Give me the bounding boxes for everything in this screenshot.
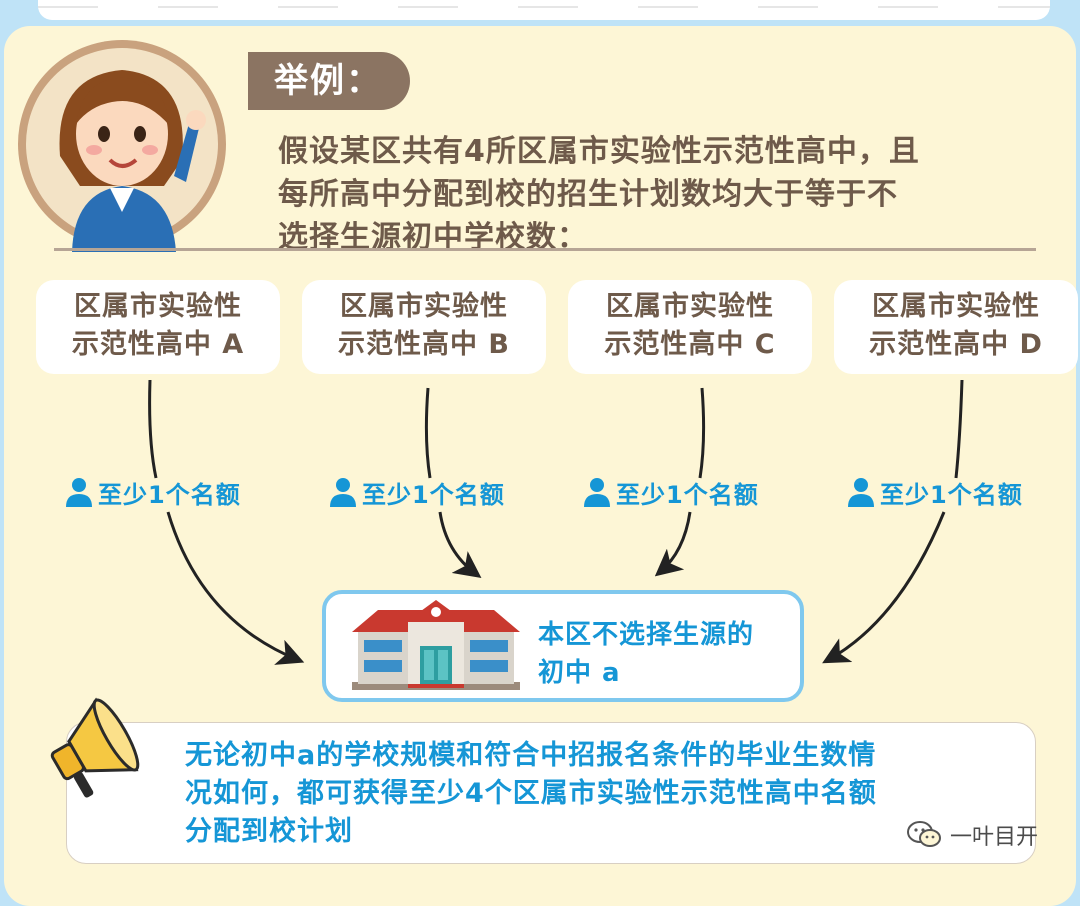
conclusion-line: 况如何，都可获得至少4个区属市实验性示范性高中名额 [185, 778, 877, 809]
quota-text: 至少1个名额 [362, 480, 505, 509]
school-name-line1: 区属市实验性 [74, 291, 242, 322]
megaphone-icon [50, 697, 140, 798]
conclusion-text: 无论初中a的学校规模和符合中招报名条件的毕业生数情 况如何，都可获得至少4个区属… [185, 737, 877, 851]
quota-text: 至少1个名额 [616, 480, 759, 509]
school-name-line2: 示范性高中 D [869, 329, 1043, 360]
conclusion-line: 无论初中a的学校规模和符合中招报名条件的毕业生数情 [185, 740, 877, 771]
wechat-icon [907, 821, 941, 847]
quota-label-a: 至少1个名额 [66, 474, 241, 510]
divider [54, 248, 1036, 251]
quota-text: 至少1个名额 [98, 480, 241, 509]
target-line1: 本区不选择生源的 [538, 620, 755, 650]
top-strip [38, 0, 1050, 20]
target-school-label: 本区不选择生源的 初中 a [538, 616, 754, 692]
school-building-icon [352, 600, 520, 690]
intro-line: 假设某区共有4所区属市实验性示范性高中，且 [278, 134, 920, 169]
target-line2: 初中 a [538, 658, 621, 688]
school-name-line1: 区属市实验性 [606, 291, 774, 322]
school-name-line2: 示范性高中 C [604, 329, 776, 360]
watermark: 一叶目开 [906, 818, 1038, 852]
person-icon [330, 478, 356, 507]
school-card-b: 区属市实验性 示范性高中 B [302, 280, 546, 374]
school-name-line1: 区属市实验性 [340, 291, 508, 322]
intro-text: 假设某区共有4所区属市实验性示范性高中，且 每所高中分配到校的招生计划数均大于等… [278, 130, 1048, 259]
school-card-d: 区属市实验性 示范性高中 D [834, 280, 1078, 374]
school-card-a: 区属市实验性 示范性高中 A [36, 280, 280, 374]
quota-label-d: 至少1个名额 [848, 474, 1023, 510]
quota-text: 至少1个名额 [880, 480, 1023, 509]
intro-line: 每所高中分配到校的招生计划数均大于等于不 [278, 177, 898, 212]
conclusion-line: 分配到校计划 [185, 816, 353, 847]
example-tag: 举例： [248, 52, 410, 110]
school-name-line2: 示范性高中 A [71, 329, 245, 360]
watermark-text: 一叶目开 [950, 825, 1039, 850]
quota-label-c: 至少1个名额 [584, 474, 759, 510]
school-name-line2: 示范性高中 B [338, 329, 510, 360]
school-card-c: 区属市实验性 示范性高中 C [568, 280, 812, 374]
school-name-line1: 区属市实验性 [872, 291, 1040, 322]
quota-label-b: 至少1个名额 [330, 474, 505, 510]
conclusion-box: 无论初中a的学校规模和符合中招报名条件的毕业生数情 况如何，都可获得至少4个区属… [66, 722, 1036, 864]
person-icon [584, 478, 610, 507]
person-icon [66, 478, 92, 507]
person-icon [848, 478, 874, 507]
teacher-avatar-icon [18, 40, 226, 252]
target-school-box: 本区不选择生源的 初中 a [322, 590, 804, 702]
